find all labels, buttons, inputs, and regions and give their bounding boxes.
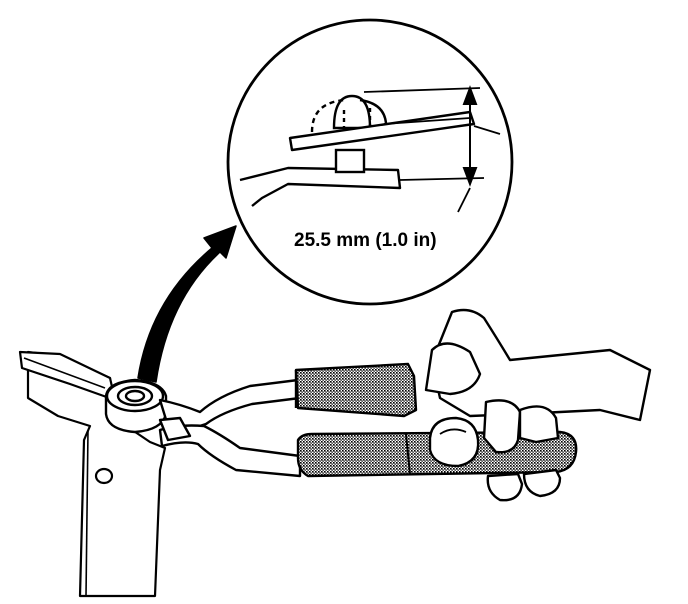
callout-arrow [137,225,237,383]
hand [424,308,652,502]
pivot-nut [104,378,168,434]
dimension-label: 25.5 mm (1.0 in) [294,230,437,251]
dimension-arrow [462,85,478,187]
panel-edge-detail [239,166,402,207]
body-panel [18,350,167,598]
nut-detail [310,94,388,174]
detail-circle: 25.5 mm (1.0 in) [226,18,514,306]
leader-line [457,187,471,213]
